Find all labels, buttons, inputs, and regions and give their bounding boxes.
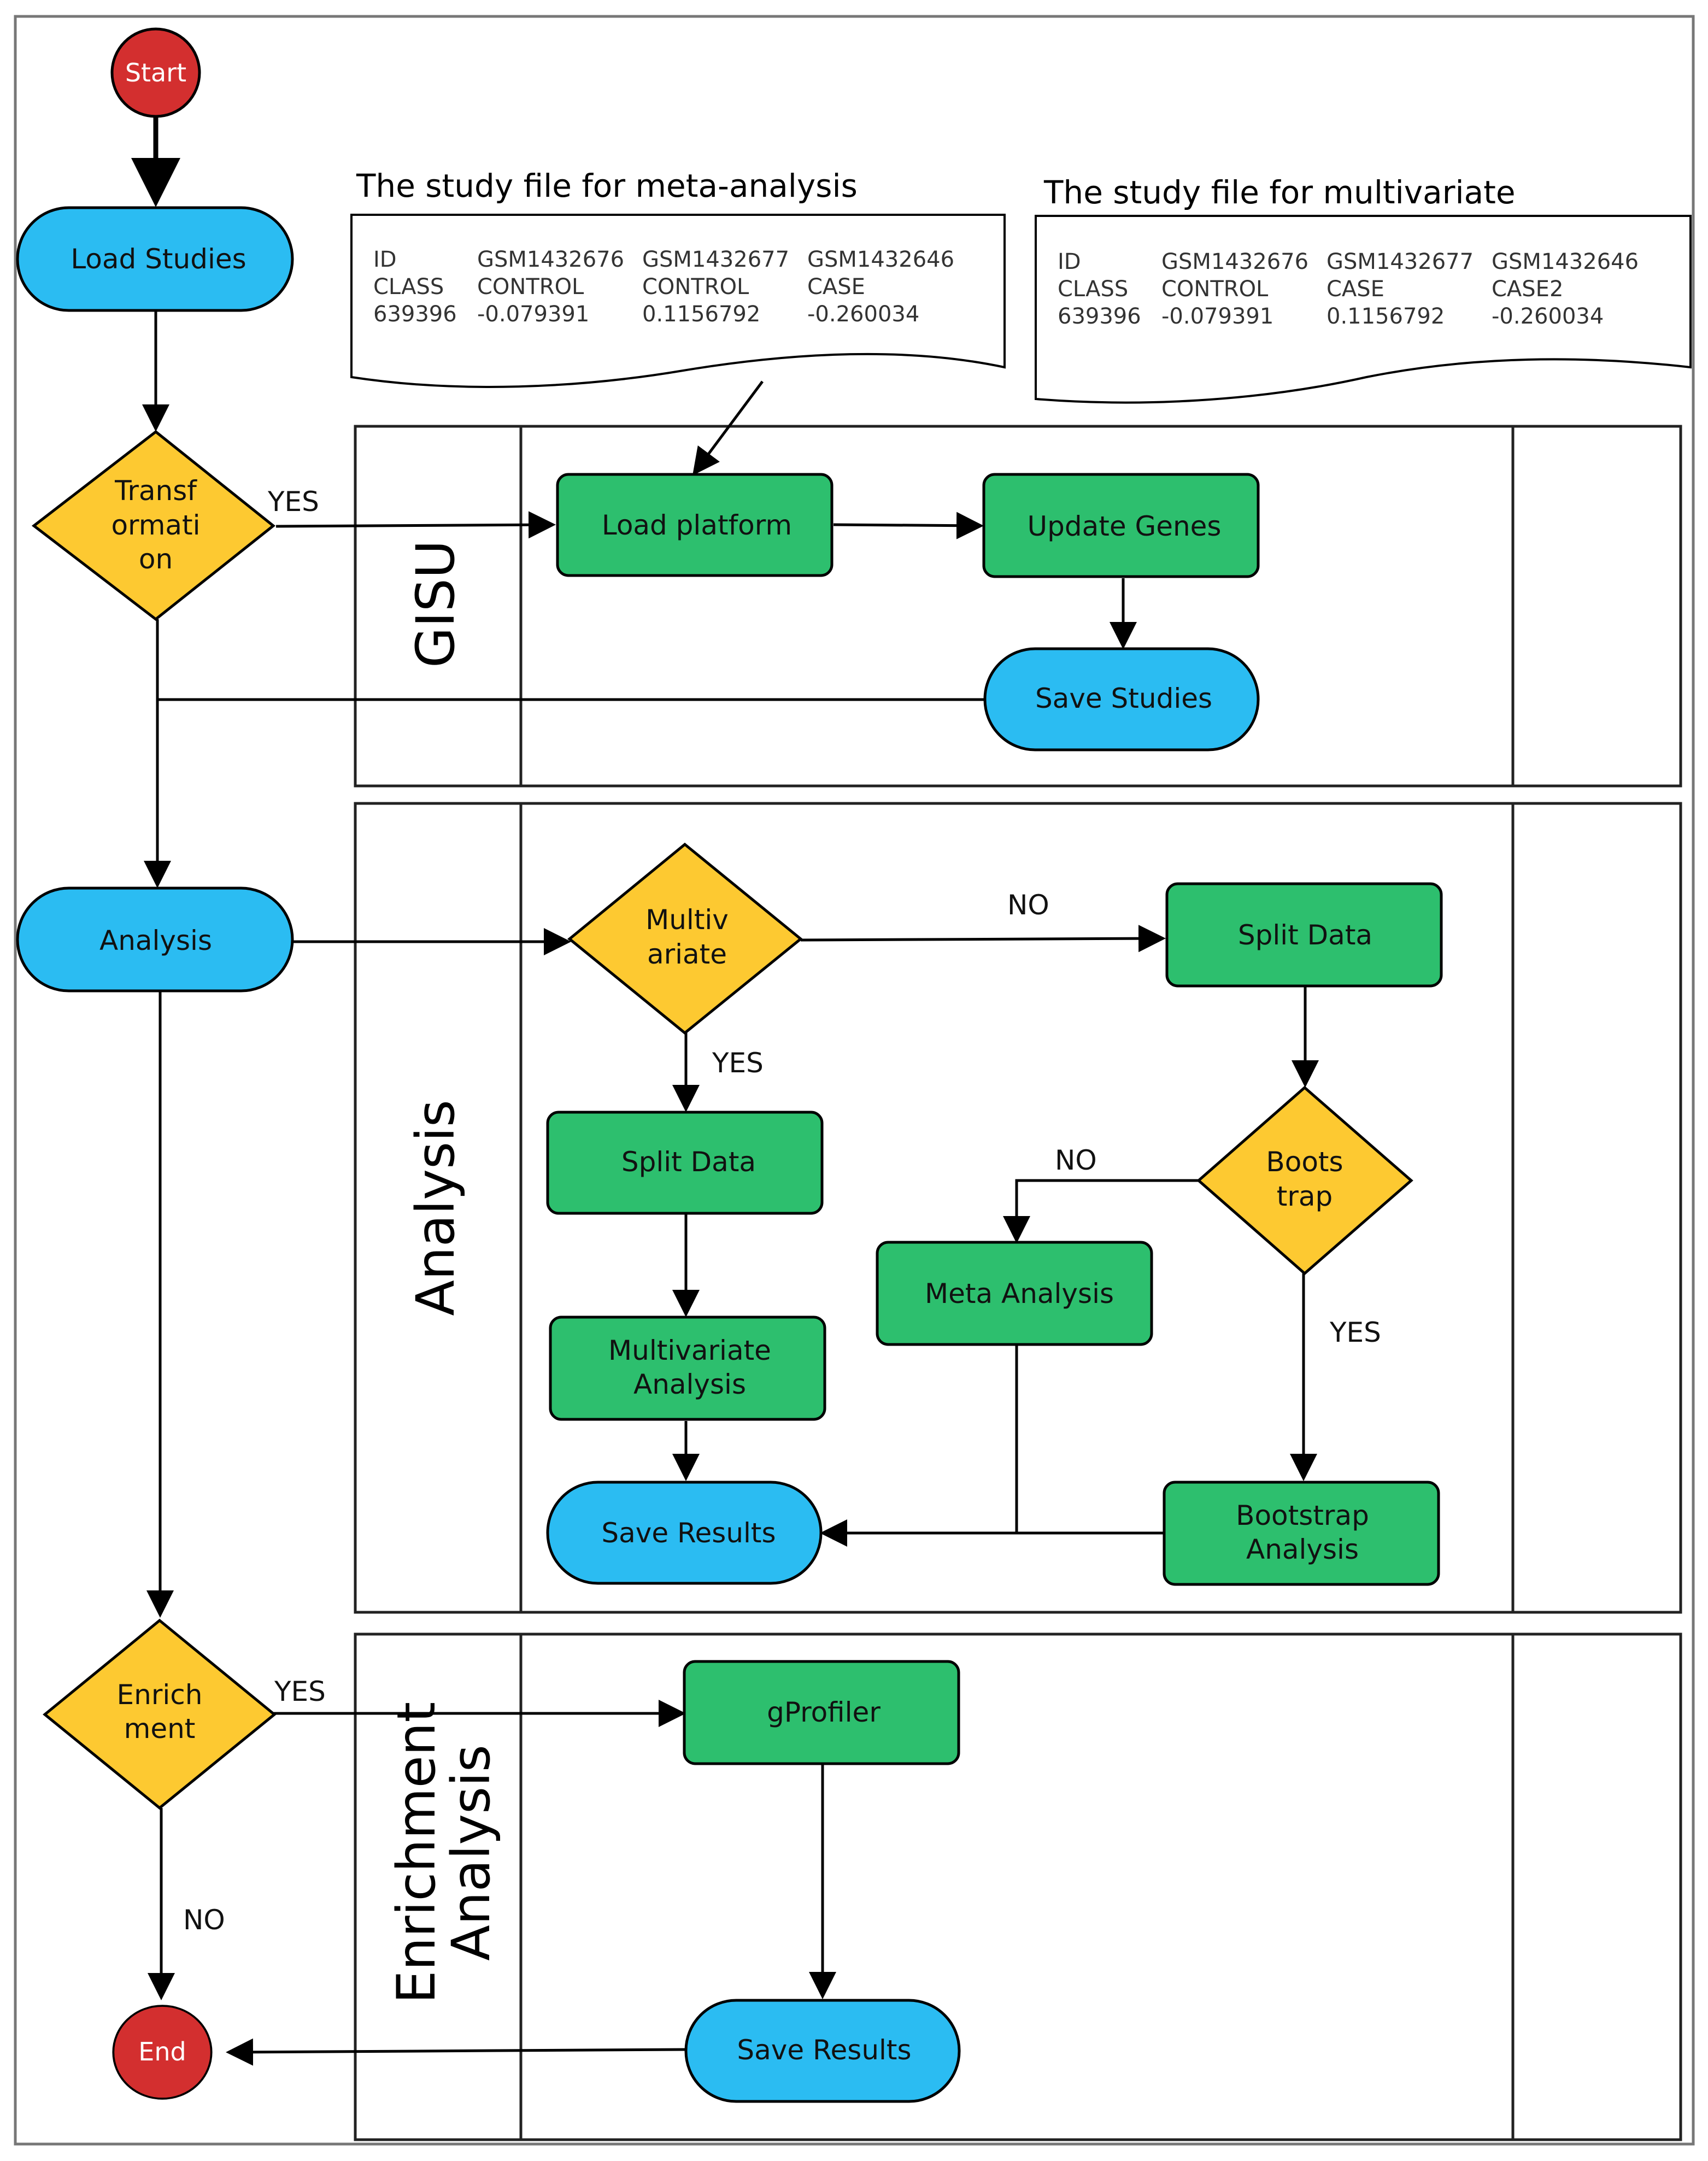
gprofiler-node: gProfiler (683, 1660, 960, 1765)
svg-text:ID: ID (373, 247, 397, 272)
edge-label-enrichment-yes: YES (274, 1676, 326, 1707)
lane-label-gisu: GISU (405, 540, 466, 668)
edge-multivariate-no (800, 925, 1166, 953)
svg-text:ariate: ariate (647, 938, 727, 970)
svg-text:Start: Start (125, 58, 186, 87)
svg-text:Save Results: Save Results (601, 1517, 776, 1549)
edge-doc-loadplatform (692, 380, 764, 476)
svg-text:ment: ment (124, 1713, 196, 1745)
svg-text:-0.260034: -0.260034 (807, 302, 919, 327)
svg-text:Bootstrap: Bootstrap (1236, 1500, 1369, 1531)
svg-text:Analysis: Analysis (99, 925, 212, 956)
end-node: End (112, 2005, 213, 2100)
svg-text:Multiv: Multiv (645, 904, 729, 936)
svg-text:CLASS: CLASS (373, 274, 444, 300)
svg-text:0.1156792: 0.1156792 (1327, 304, 1445, 329)
load-studies-node: Load Studies (16, 206, 294, 312)
svg-text:0.1156792: 0.1156792 (642, 302, 760, 327)
svg-text:GSM1432677: GSM1432677 (642, 247, 789, 272)
edge-label-multivariate-yes: YES (712, 1047, 764, 1079)
split-data-left-node: Split Data (546, 1111, 824, 1215)
lane-analysis: Analysis (354, 802, 1682, 1614)
svg-text:GSM1432676: GSM1432676 (1161, 249, 1308, 274)
edge-saveresults-end (226, 2038, 686, 2066)
svg-text:CLASS: CLASS (1058, 277, 1128, 302)
document-rows: ID GSM1432676 GSM1432677 GSM1432646 CLAS… (373, 247, 954, 327)
svg-text:639396: 639396 (1058, 304, 1141, 329)
document-multivariate-file: The study file for multivariate ID GSM14… (1035, 174, 1692, 404)
svg-text:CASE2: CASE2 (1492, 277, 1563, 302)
edge-label-enrichment-no: NO (183, 1904, 225, 1936)
start-node: Start (110, 27, 201, 118)
svg-text:End: End (138, 2037, 186, 2066)
document-title: The study file for multivariate (1043, 174, 1516, 211)
save-studies-node: Save Studies (983, 647, 1260, 751)
edge-label-transformation-yes: YES (267, 486, 319, 518)
lane-label-analysis: Analysis (405, 1100, 466, 1316)
svg-text:CASE: CASE (1327, 277, 1384, 302)
svg-text:CASE: CASE (807, 274, 865, 300)
edge-label-bootstrap-no: NO (1055, 1144, 1097, 1176)
svg-text:Enrich: Enrich (117, 1679, 203, 1711)
svg-text:CONTROL: CONTROL (477, 274, 584, 300)
svg-text:-0.260034: -0.260034 (1492, 304, 1604, 329)
svg-text:GSM1432676: GSM1432676 (477, 247, 624, 272)
svg-text:GSM1432646: GSM1432646 (807, 247, 954, 272)
svg-text:GSM1432646: GSM1432646 (1492, 249, 1639, 274)
bootstrap-analysis-node: Bootstrap Analysis (1163, 1481, 1440, 1586)
svg-text:GSM1432677: GSM1432677 (1327, 249, 1474, 274)
edge-label-multivariate-no: NO (1007, 889, 1049, 921)
svg-text:639396: 639396 (373, 302, 457, 327)
multivariate-decision: Multiv ariate (567, 842, 803, 1035)
svg-text:Load Studies: Load Studies (71, 243, 246, 275)
svg-text:Update Genes: Update Genes (1028, 510, 1222, 542)
svg-text:ormati: ormati (111, 509, 200, 541)
document-title: The study file for meta-analysis (356, 167, 858, 204)
svg-text:Save Studies: Save Studies (1035, 683, 1212, 714)
meta-analysis-node: Meta Analysis (876, 1241, 1153, 1346)
load-platform-node: Load platform (556, 473, 834, 577)
lane-label-enrichment-1: Enrichment (386, 1702, 447, 2004)
document-meta-analysis-file: The study file for meta-analysis ID GSM1… (350, 167, 1006, 388)
svg-text:-0.079391: -0.079391 (477, 302, 589, 327)
edge-bootstrap-no (1003, 1179, 1199, 1243)
svg-text:Boots: Boots (1266, 1146, 1343, 1178)
svg-text:Split Data: Split Data (1238, 919, 1372, 951)
enrichment-decision: Enrich ment (43, 1618, 277, 1810)
edge-transform-loadplatform (275, 511, 556, 539)
svg-text:Save Results: Save Results (737, 2034, 911, 2066)
svg-text:on: on (139, 543, 173, 575)
svg-text:trap: trap (1277, 1181, 1333, 1212)
svg-text:-0.079391: -0.079391 (1161, 304, 1273, 329)
bootstrap-decision: Boots trap (1196, 1085, 1413, 1276)
save-results-enrichment-node: Save Results (684, 1999, 961, 2103)
lane-enrichment: Enrichment Analysis (354, 1633, 1682, 2141)
lane-gisu: GISU (354, 425, 1682, 788)
document-rows: ID GSM1432676 GSM1432677 GSM1432646 CLAS… (1058, 249, 1639, 329)
save-results-analysis-node: Save Results (546, 1481, 823, 1585)
svg-text:Load platform: Load platform (602, 509, 792, 541)
svg-text:Split Data: Split Data (621, 1146, 756, 1178)
edge-label-bootstrap-yes: YES (1329, 1317, 1381, 1348)
transformation-decision: Transf ormati on (31, 430, 276, 621)
svg-text:gProfiler: gProfiler (767, 1696, 881, 1728)
svg-text:ID: ID (1058, 249, 1081, 274)
update-genes-node: Update Genes (982, 473, 1260, 578)
edge-loadplatform-updategenes (833, 512, 984, 539)
svg-text:Analysis: Analysis (633, 1369, 746, 1400)
split-data-right-node: Split Data (1165, 882, 1443, 988)
svg-text:CONTROL: CONTROL (1161, 277, 1269, 302)
svg-text:Transf: Transf (114, 475, 197, 507)
multivariate-analysis-node: Multivariate Analysis (549, 1316, 826, 1421)
connectors (131, 109, 1319, 2066)
lane-label-enrichment-2: Analysis (441, 1745, 502, 1961)
svg-text:CONTROL: CONTROL (642, 274, 749, 300)
analysis-node: Analysis (16, 886, 294, 993)
svg-text:Analysis: Analysis (1246, 1534, 1359, 1565)
svg-text:Multivariate: Multivariate (608, 1335, 771, 1366)
svg-text:Meta Analysis: Meta Analysis (925, 1278, 1114, 1309)
outer-frame (14, 15, 1695, 2146)
